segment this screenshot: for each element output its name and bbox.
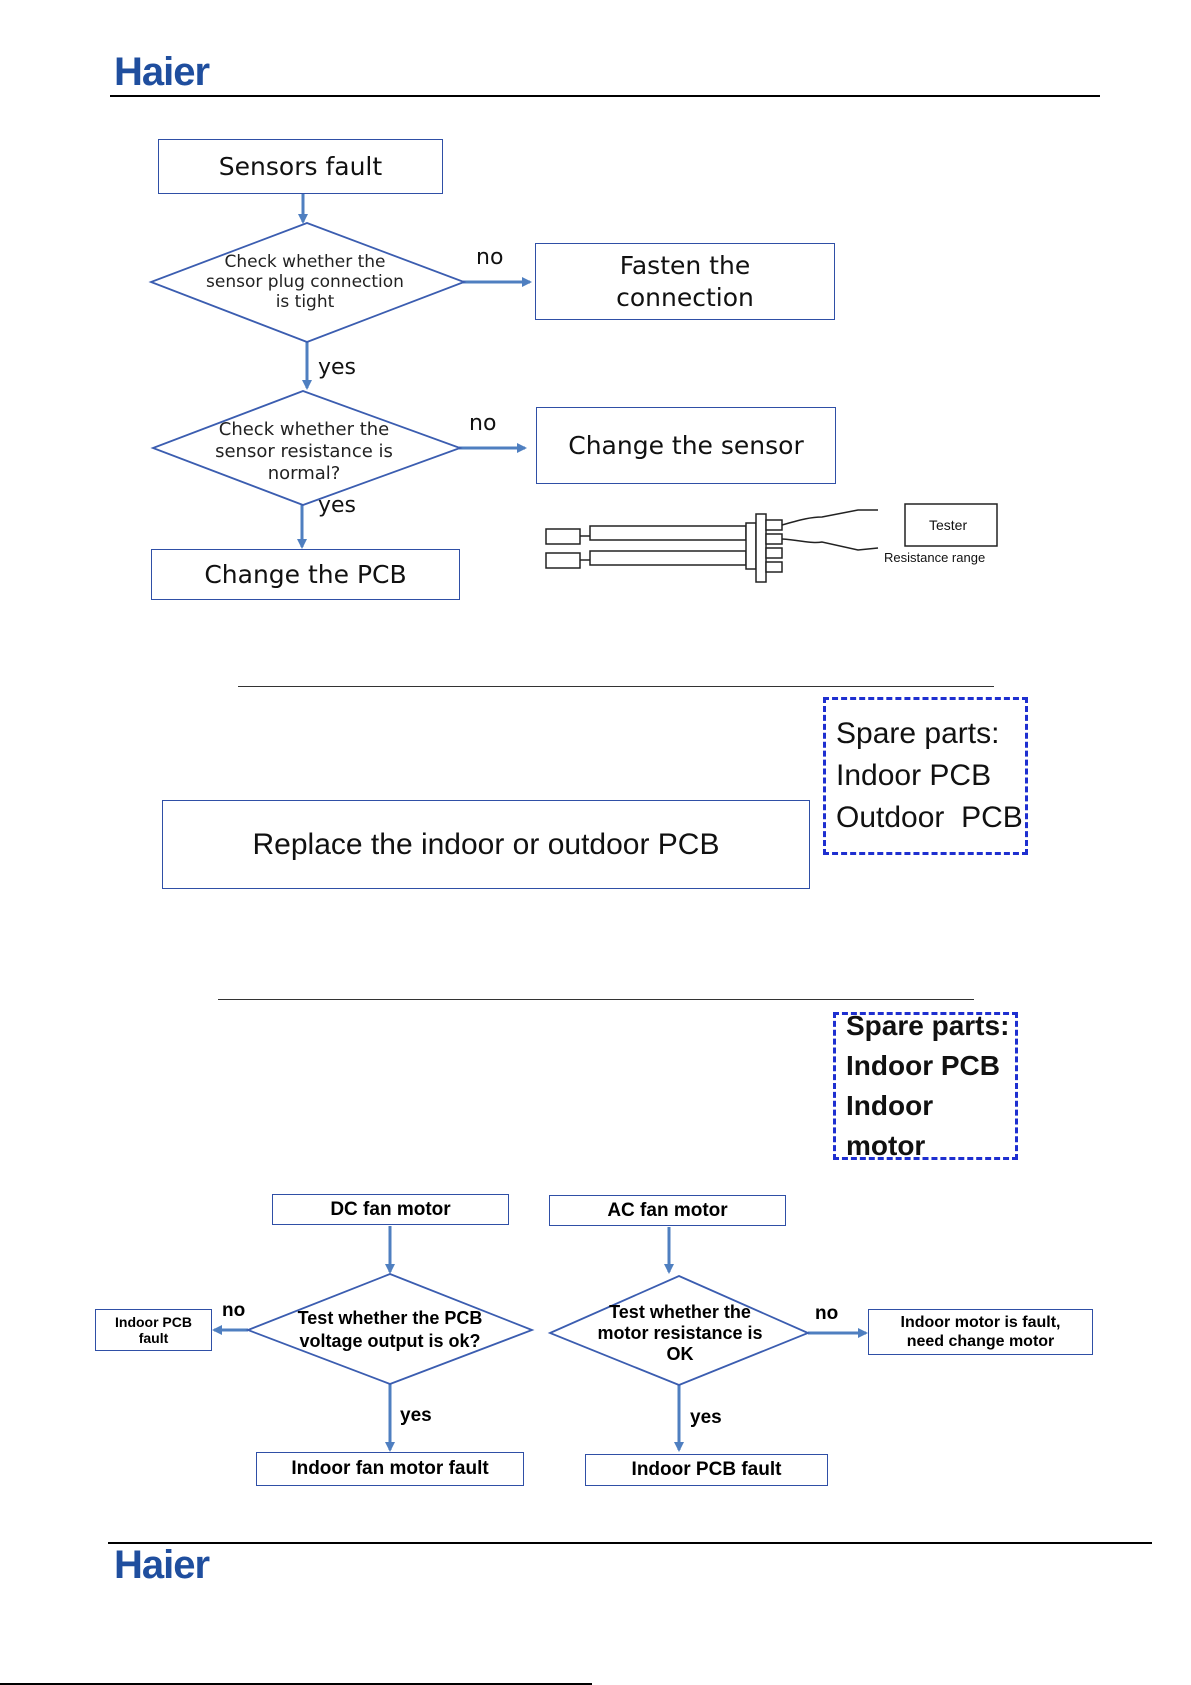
fasten-connection-box: Fasten the connection — [535, 243, 835, 320]
fan-section-rule — [218, 999, 974, 1000]
tester-label: Tester — [929, 517, 968, 533]
spare-parts-pcb-box: Spare parts: Indoor PCB Outdoor PCB — [823, 697, 1028, 855]
spare-parts-pcb-heading: Spare parts: — [836, 717, 1000, 750]
diamond-dc-voltage — [245, 1273, 535, 1385]
footer-logo: Haier — [114, 1543, 210, 1587]
spare-parts-motor-item-2: Indoor motor — [846, 1090, 934, 1161]
footer-bottom-rule — [0, 1683, 592, 1685]
sensors-fault-box: Sensors fault — [158, 139, 443, 194]
replace-pcb-box: Replace the indoor or outdoor PCB — [162, 800, 810, 889]
decision1-yes-label: yes — [318, 355, 357, 380]
pcb-section-rule — [238, 686, 994, 687]
spare-parts-motor-item-1: Indoor PCB — [846, 1050, 1000, 1081]
sensor-tester-drawing — [545, 503, 998, 583]
diamond-sensor-plug — [148, 222, 467, 343]
spare-parts-motor-heading: Spare parts: — [846, 1010, 1010, 1041]
change-sensor-box: Change the sensor — [536, 407, 836, 484]
resistance-range-label: Resistance range — [884, 550, 986, 565]
indoor-pcb-fault-box: Indoor PCB fault — [95, 1309, 212, 1351]
ac-yes-label: yes — [690, 1407, 722, 1428]
decision2-no-label: no — [469, 411, 497, 436]
decision1-text: Check whether the sensor plug connection… — [206, 252, 404, 312]
header-logo: Haier — [114, 50, 210, 94]
decision2-yes-label: yes — [318, 493, 357, 518]
decision2-text: Check whether the sensor resistance is n… — [215, 419, 393, 484]
dc-fan-motor-box: DC fan motor — [272, 1194, 509, 1225]
ac-decision-text: Test whether the motor resistance is OK — [597, 1301, 763, 1364]
spare-parts-motor-box: Spare parts: Indoor PCB Indoor motor — [833, 1010, 1018, 1161]
change-pcb-box: Change the PCB — [151, 549, 460, 600]
spare-parts-pcb-item-2: Outdoor PCB — [836, 801, 1023, 834]
decision1-no-label: no — [476, 245, 504, 270]
indoor-fan-motor-fault-box: Indoor fan motor fault — [256, 1452, 524, 1486]
ac-fan-motor-box: AC fan motor — [549, 1195, 786, 1226]
indoor-pcb-fault-result-box: Indoor PCB fault — [585, 1454, 828, 1486]
indoor-motor-fault-box: Indoor motor is fault, need change motor — [868, 1309, 1093, 1355]
diamond-sensor-resistance — [150, 390, 463, 506]
spare-parts-pcb-item-1: Indoor PCB — [836, 759, 992, 792]
ac-no-label: no — [815, 1303, 839, 1324]
header-rule — [110, 95, 1100, 97]
dc-decision-text: Test whether the PCB voltage output is o… — [297, 1308, 483, 1351]
dc-no-label: no — [222, 1300, 246, 1321]
diamond-ac-resistance — [547, 1275, 811, 1386]
dc-yes-label: yes — [400, 1405, 432, 1426]
footer-rule — [108, 1542, 1152, 1544]
